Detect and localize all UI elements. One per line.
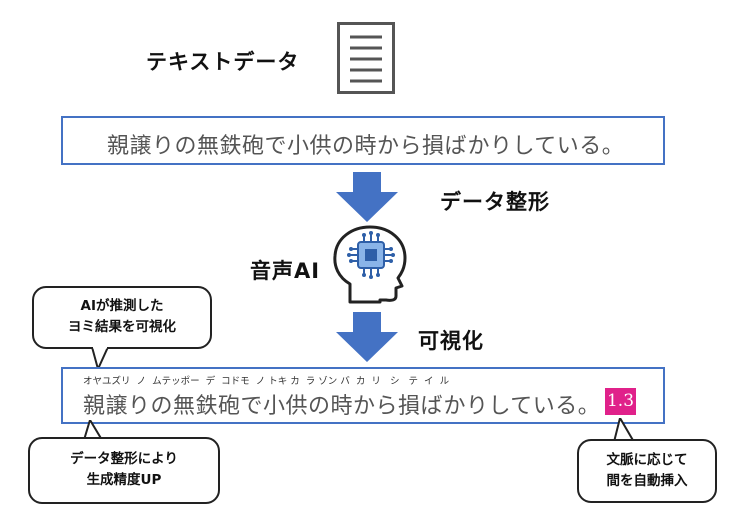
- callout-auto-insert: 文脈に応じて 間を自動挿入: [577, 439, 717, 503]
- callout-auto-insert-line2: 間を自動挿入: [606, 473, 688, 489]
- callout-shaping-line2: 生成精度UP: [86, 472, 162, 488]
- voice-ai-label: 音声AI: [250, 259, 321, 283]
- reading-ruby: オヤユズリ ノ ムテッポー デ コドモ ノ トキ カ ラ ゾン バ カ リ シ …: [83, 376, 450, 387]
- down-arrow-icon: [336, 172, 398, 222]
- output-sentence: 親譲りの無鉄砲で小供の時から損ばかりしている。: [83, 394, 601, 419]
- input-text-box: 親譲りの無鉄砲で小供の時から損ばかりしている。: [61, 116, 665, 165]
- data-shaping-label: データ整形: [440, 190, 550, 214]
- callout-ai-reading-line1: AIが推測した: [80, 298, 164, 314]
- visualize-label: 可視化: [418, 329, 484, 353]
- callout-shaping-quality: データ整形により 生成精度UP: [28, 437, 220, 504]
- callout-auto-insert-line1: 文脈に応じて: [606, 452, 688, 468]
- callout-ai-reading: AIが推測した ヨミ結果を可視化: [32, 286, 212, 349]
- ai-head-icon: [328, 222, 412, 306]
- output-text-box: オヤユズリ ノ ムテッポー デ コドモ ノ トキ カ ラ ゾン バ カ リ シ …: [61, 367, 665, 424]
- callout-ai-reading-tail: [90, 345, 114, 372]
- callout-shaping-line1: データ整形により: [70, 451, 178, 467]
- document-icon: [337, 22, 395, 94]
- callout-ai-reading-line2: ヨミ結果を可視化: [68, 319, 176, 335]
- down-arrow-icon: [336, 312, 398, 362]
- input-sentence: 親譲りの無鉄砲で小供の時から損ばかりしている。: [107, 134, 625, 159]
- text-data-label: テキストデータ: [146, 50, 300, 74]
- pause-badge: 1.3: [605, 388, 636, 415]
